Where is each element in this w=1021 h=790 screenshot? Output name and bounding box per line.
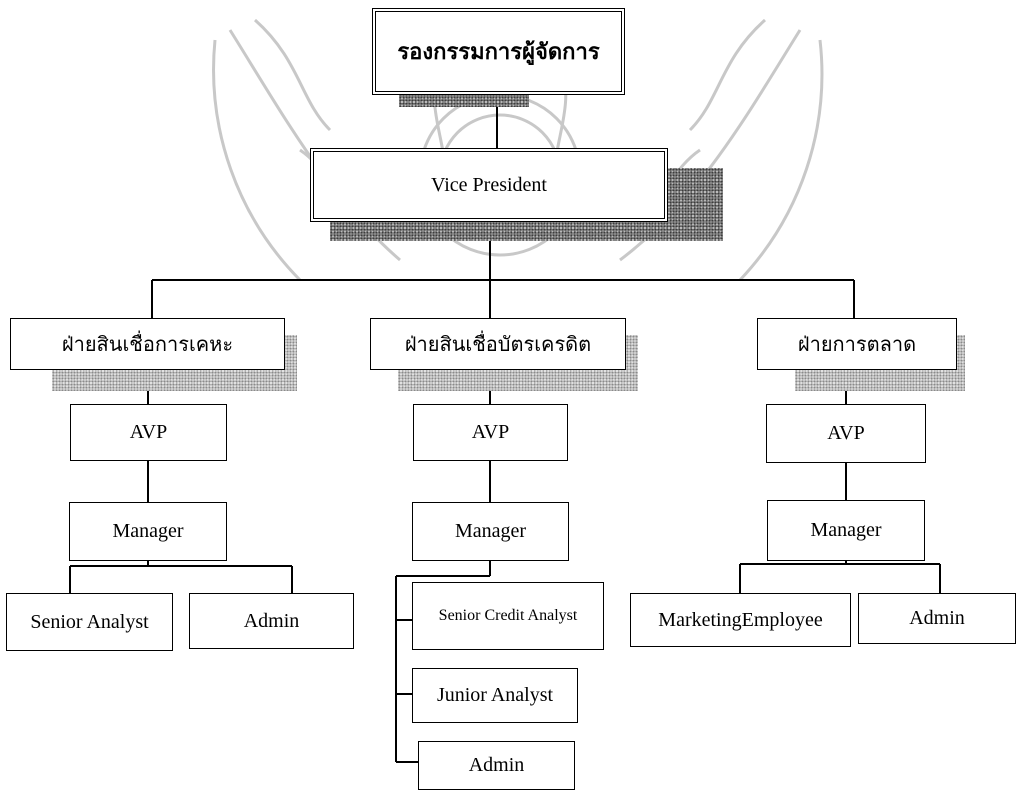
staff-box: Junior Analyst [412, 668, 578, 723]
manager-box: Manager [69, 502, 227, 561]
staff-box: Senior Analyst [6, 593, 173, 651]
manager-box: Manager [412, 502, 569, 561]
staff-box: Admin [189, 593, 354, 649]
staff-label: Admin [909, 607, 965, 629]
staff-label: Junior Analyst [436, 684, 554, 706]
staff-box: Senior Credit Analyst [412, 582, 604, 650]
avp-label: AVP [827, 422, 865, 444]
avp-label: AVP [471, 421, 510, 443]
dept-label: ฝ่ายสินเชื่อการเคหะ [61, 332, 234, 356]
manager-label: Manager [454, 520, 527, 542]
manager-label: Manager [112, 520, 184, 542]
top-executive-box: รองกรรมการผู้จัดการ [372, 8, 625, 95]
avp-box: AVP [70, 404, 227, 461]
staff-box: Admin [418, 741, 575, 790]
avp-label: AVP [129, 421, 168, 443]
dept-box-marketing: ฝ่ายการตลาด [757, 318, 957, 370]
staff-label: Admin [243, 609, 300, 632]
staff-label: Senior Analyst [30, 610, 149, 633]
staff-label: MarketingEmployee [658, 608, 823, 631]
dept-label: ฝ่ายสินเชื่อบัตรเครดิต [404, 332, 592, 356]
avp-box: AVP [766, 404, 926, 463]
staff-label: Admin [468, 754, 525, 776]
avp-box: AVP [413, 404, 568, 461]
staff-box: Admin [858, 593, 1016, 644]
dept-box-housing-loan: ฝ่ายสินเชื่อการเคหะ [10, 318, 285, 370]
top-executive-label: รองกรรมการผู้จัดการ [397, 40, 600, 65]
vice-president-label: Vice President [431, 173, 547, 196]
dept-box-credit-card: ฝ่ายสินเชื่อบัตรเครดิต [370, 318, 626, 370]
staff-box: MarketingEmployee [630, 593, 851, 647]
vice-president-box: Vice President [310, 148, 668, 222]
dept-label: ฝ่ายการตลาด [797, 332, 917, 356]
manager-box: Manager [767, 500, 925, 561]
staff-label: Senior Credit Analyst [438, 607, 578, 624]
manager-label: Manager [810, 519, 882, 541]
